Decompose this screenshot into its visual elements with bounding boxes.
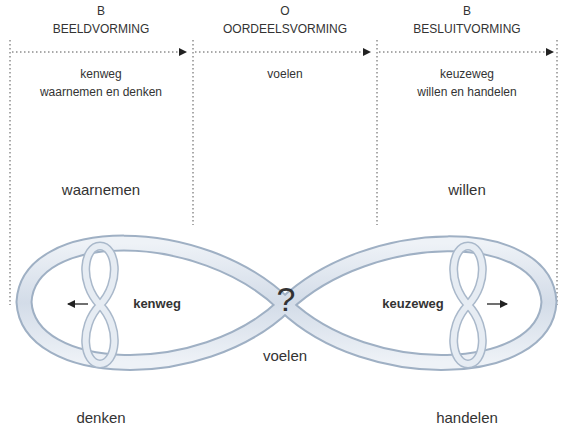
stage-label: waarnemen <box>62 181 140 198</box>
stage-label: denken <box>76 409 125 426</box>
dotted-guides <box>10 40 557 305</box>
column-text: voelen <box>267 68 302 82</box>
loop-label: keuzeweg <box>382 297 443 312</box>
column-heading: BESLUITVORMING <box>413 23 520 37</box>
column-text: keuzeweg <box>440 68 494 82</box>
stage-label: willen <box>448 181 486 198</box>
stage-label: handelen <box>436 409 498 426</box>
infinity-ribbon <box>24 243 549 364</box>
column-text: willen en handelen <box>417 86 516 100</box>
column-heading: OORDEELSVORMING <box>223 23 347 37</box>
center-label: voelen <box>260 347 310 364</box>
column-letter: B <box>97 5 105 19</box>
column-text: kenweg <box>80 68 121 82</box>
column-text: waarnemen en denken <box>40 86 162 100</box>
column-letter: O <box>280 5 289 19</box>
loop-label: kenweg <box>133 297 181 312</box>
question-mark: ? <box>277 280 296 319</box>
column-heading: BEELDVORMING <box>53 23 150 37</box>
column-letter: B <box>463 5 471 19</box>
